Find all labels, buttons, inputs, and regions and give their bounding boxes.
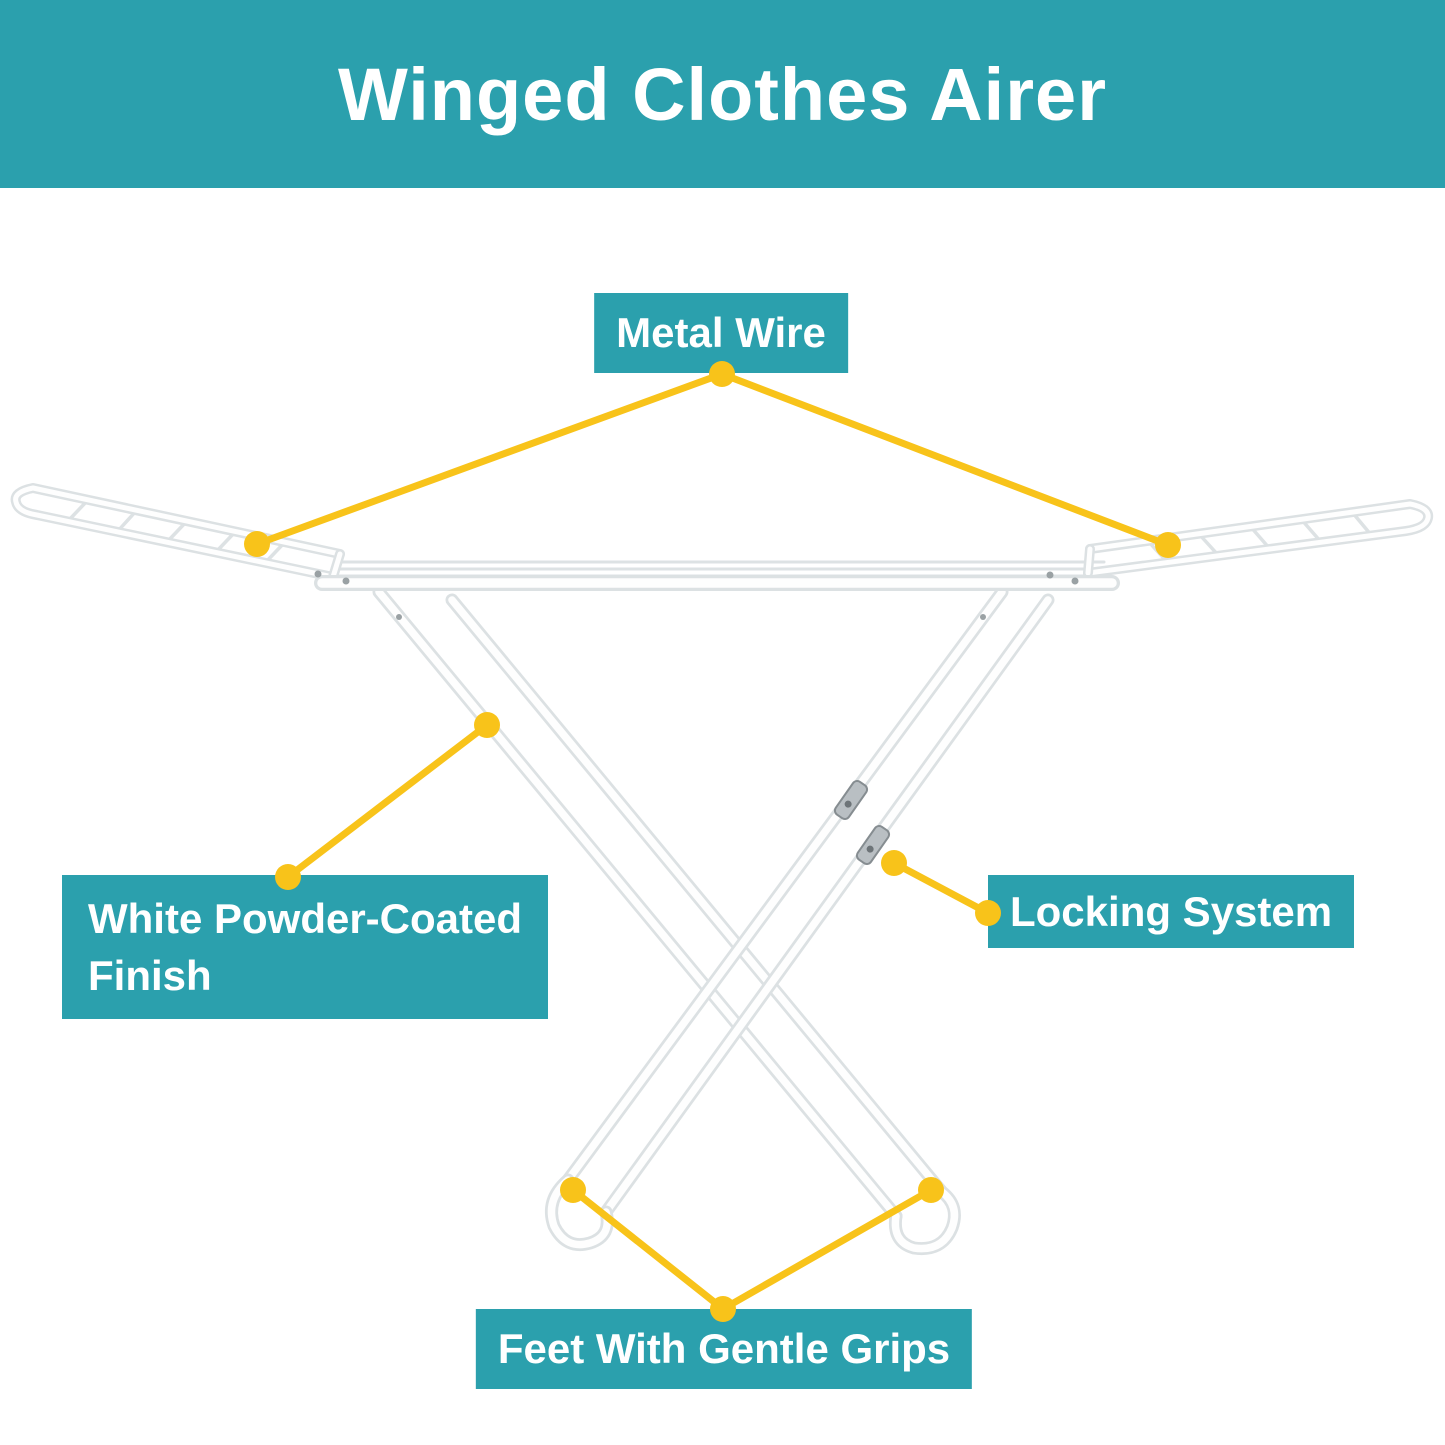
right-wing xyxy=(1083,499,1434,578)
dot-locking-label xyxy=(975,900,1001,926)
dot-finish-label xyxy=(275,864,301,890)
callout-label-locking-system: Locking System xyxy=(988,875,1355,948)
dot-right-wing xyxy=(1155,532,1181,558)
left-wing xyxy=(10,483,345,582)
callout-text-locking-system: Locking System xyxy=(1010,887,1333,935)
dot-left-foot xyxy=(560,1177,586,1203)
dot-locking-clip xyxy=(881,850,907,876)
callout-text-finish: White Powder-Coated Finish xyxy=(88,894,523,999)
locking-clip-upper xyxy=(833,779,869,821)
callout-text-feet-grips: Feet With Gentle Grips xyxy=(497,1325,951,1373)
callout-label-finish: White Powder-Coated Finish xyxy=(62,875,549,1019)
right-foot xyxy=(888,1185,961,1256)
left-foot xyxy=(545,1173,614,1252)
connector-locking xyxy=(890,859,992,917)
dot-left-wing xyxy=(244,531,270,557)
dot-feet-label xyxy=(710,1296,736,1322)
connector-metal-wire-left xyxy=(253,370,726,548)
callout-connectors xyxy=(253,370,1172,1313)
dot-left-leg xyxy=(474,712,500,738)
dot-metal-wire-label xyxy=(709,361,735,387)
rack-wires xyxy=(331,560,1110,578)
callout-dots xyxy=(244,361,1181,1322)
page-title: Winged Clothes Airer xyxy=(338,52,1107,136)
callout-label-metal-wire: Metal Wire xyxy=(594,293,848,373)
callout-label-feet-grips: Feet With Gentle Grips xyxy=(475,1309,973,1389)
callout-text-metal-wire: Metal Wire xyxy=(616,309,826,357)
connector-feet-right xyxy=(719,1186,935,1313)
connector-metal-wire-right xyxy=(718,370,1172,549)
locking-clip-lower xyxy=(855,824,891,866)
title-banner: Winged Clothes Airer xyxy=(0,0,1445,188)
hinge-pivots xyxy=(314,570,1079,620)
front-legs xyxy=(372,585,949,1223)
dot-right-foot xyxy=(918,1177,944,1203)
connector-finish xyxy=(284,721,491,881)
airer-frame xyxy=(10,483,1434,1256)
connector-feet-left xyxy=(569,1186,727,1313)
rear-legs xyxy=(561,585,1055,1219)
